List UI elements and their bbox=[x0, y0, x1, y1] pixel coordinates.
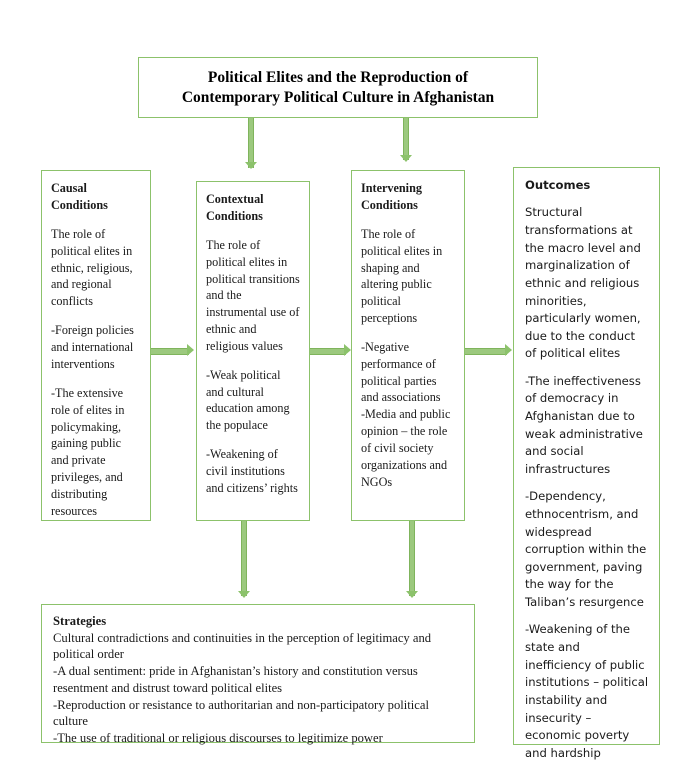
outcomes-paragraph: -The ineffectiveness of democracy in Afg… bbox=[525, 373, 643, 476]
strategies-paragraph: -A dual sentiment: pride in Afghanistan’… bbox=[53, 664, 418, 695]
contextual-conditions-box: Contextual Conditions The role of politi… bbox=[196, 181, 310, 521]
diagram-title-box: Political Elites and the Reproduction of… bbox=[138, 57, 538, 118]
contextual-heading-line-1: Contextual bbox=[206, 192, 264, 206]
outcomes-paragraph: -Weakening of the state and inefficiency… bbox=[525, 622, 649, 760]
intervening-heading-line-1: Intervening bbox=[361, 181, 422, 195]
contextual-paragraph: -Weakening of civil institutions and cit… bbox=[206, 447, 298, 495]
causal-conditions-box: Causal Conditions The role of political … bbox=[41, 170, 151, 521]
causal-heading-line-2: Conditions bbox=[51, 197, 108, 212]
causal-paragraph: The role of political elites in ethnic, … bbox=[51, 226, 133, 309]
intervening-conditions-heading: Intervening Conditions bbox=[361, 180, 455, 214]
outcomes-heading: Outcomes bbox=[525, 178, 591, 192]
title-line-1: Political Elites and the Reproduction of bbox=[207, 68, 469, 86]
intervening-paragraph: -Negative performance of political parti… bbox=[361, 340, 441, 405]
strategies-heading: Strategies bbox=[53, 614, 107, 628]
intervening-paragraph: The role of political elites in shaping … bbox=[361, 226, 443, 325]
strategies-box: Strategies Cultural contradictions and c… bbox=[41, 604, 475, 745]
causal-paragraph: -Foreign policies and international inte… bbox=[51, 323, 134, 371]
contextual-conditions-heading: Contextual Conditions bbox=[206, 191, 300, 225]
outcomes-paragraph: Structural transformations at the macro … bbox=[525, 205, 641, 361]
page-title: Political Elites and the Reproduction of… bbox=[174, 68, 502, 108]
outcomes-paragraph: -Dependency, ethnocentrism, and widespre… bbox=[525, 489, 647, 609]
strategies-paragraph: Cultural contradictions and continuities… bbox=[53, 630, 432, 662]
causal-paragraph: -The extensive role of elites in policym… bbox=[51, 385, 125, 518]
outcomes-box: Outcomes Structural transformations at t… bbox=[513, 167, 660, 760]
contextual-heading-line-2: Conditions bbox=[206, 208, 263, 223]
intervening-conditions-box: Intervening Conditions The role of polit… bbox=[351, 170, 465, 521]
contextual-paragraph: The role of political elites in politica… bbox=[206, 237, 300, 353]
strategies-paragraph: -The use of traditional or religious dis… bbox=[53, 731, 383, 746]
intervening-heading-line-2: Conditions bbox=[361, 197, 418, 212]
intervening-paragraph: -Media and public opinion – the role of … bbox=[361, 407, 451, 489]
strategies-paragraph: -Reproduction or resistance to authorita… bbox=[53, 697, 429, 729]
contextual-paragraph: -Weak political and cultural education a… bbox=[206, 367, 290, 433]
causal-heading-line-1: Causal bbox=[51, 181, 87, 195]
causal-conditions-heading: Causal Conditions bbox=[51, 180, 141, 214]
title-line-2: Contemporary Political Culture in Afghan… bbox=[181, 88, 495, 106]
